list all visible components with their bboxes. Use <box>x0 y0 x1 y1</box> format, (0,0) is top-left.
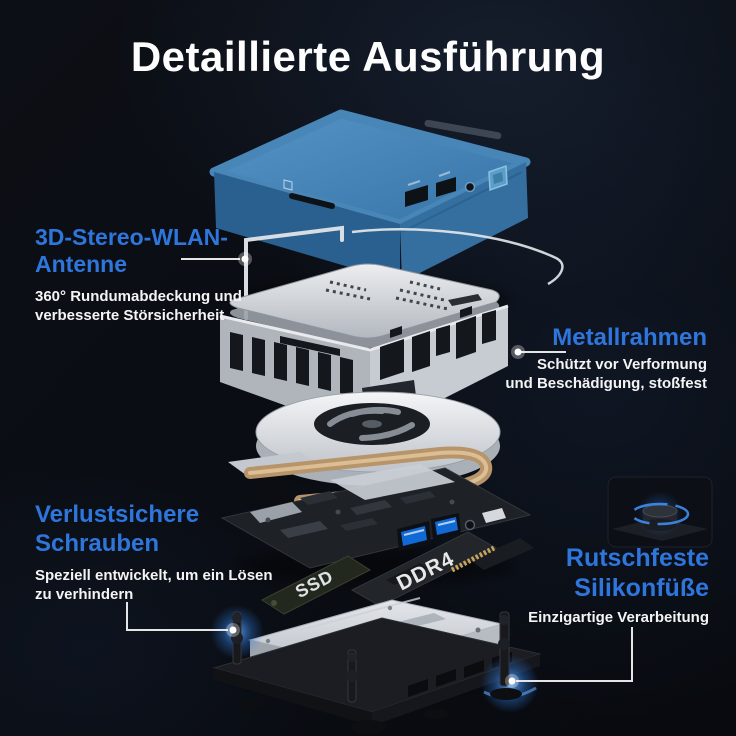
callout-secure-screws: Verlustsichere Schrauben Speziell entwic… <box>35 500 273 604</box>
ssd-stick: SSD <box>260 555 372 615</box>
callout-description: Einzigartige Verarbeitung <box>528 609 709 626</box>
callout-description: 360° Rundumabdeckung und verbesserte Stö… <box>35 288 242 324</box>
callout-metal-frame: Metallrahmen Schützt vor Verformung und … <box>505 324 707 393</box>
sd-card-slot <box>283 179 335 209</box>
glow-ring <box>630 502 690 526</box>
memory-storage-sticks: DDR4 SSD <box>260 531 534 615</box>
callout-heading: 3D-Stereo-WLAN- Antenne <box>35 224 228 277</box>
callout-wlan-antenna: 3D-Stereo-WLAN- Antenne 360° Rundumabdec… <box>35 224 242 325</box>
leader-feet <box>516 627 633 682</box>
motherboard <box>220 464 532 569</box>
silicone-feet <box>234 688 522 734</box>
cage-cutouts <box>230 306 496 396</box>
ram-stick: DDR4 <box>350 531 498 607</box>
bottom-plate <box>210 605 542 734</box>
callout-heading: Verlustsichere Schrauben <box>35 501 200 557</box>
page-title: Detaillierte Ausführung <box>130 33 606 80</box>
usb-icon <box>407 180 421 186</box>
board-audio-jack <box>464 519 476 531</box>
audio-jack <box>464 181 476 193</box>
mini-pc-case <box>209 109 531 282</box>
screw-posts <box>231 611 510 703</box>
callout-silicone-feet: Rutschfeste Silikonfüße Einzigartige Ver… <box>528 543 709 627</box>
front-ports <box>405 164 508 207</box>
callout-description: Schützt vor Verformung und Beschädigung,… <box>505 356 707 392</box>
usb-icon <box>438 171 451 177</box>
antenna-wire <box>351 228 564 286</box>
silicone-foot-inset <box>607 476 713 548</box>
rf-shield <box>330 464 455 500</box>
gold-pins <box>450 545 496 573</box>
leader-lines <box>126 258 633 682</box>
callout-heading: Rutschfeste Silikonfüße <box>565 544 709 602</box>
leader-screws <box>126 602 228 631</box>
board-side-port <box>482 508 506 523</box>
leader-dots <box>226 252 525 688</box>
vent-holes <box>325 280 449 311</box>
sd-icon <box>283 179 293 191</box>
fan-blades <box>327 406 415 441</box>
wlan-antenna <box>244 225 564 320</box>
board-components <box>250 491 455 538</box>
callout-description: Speziell entwickelt, um ein Lösen zu ver… <box>35 567 273 603</box>
callout-heading: Metallrahmen <box>552 324 707 351</box>
usb3-ports <box>397 513 461 551</box>
brand-mark <box>424 119 502 140</box>
